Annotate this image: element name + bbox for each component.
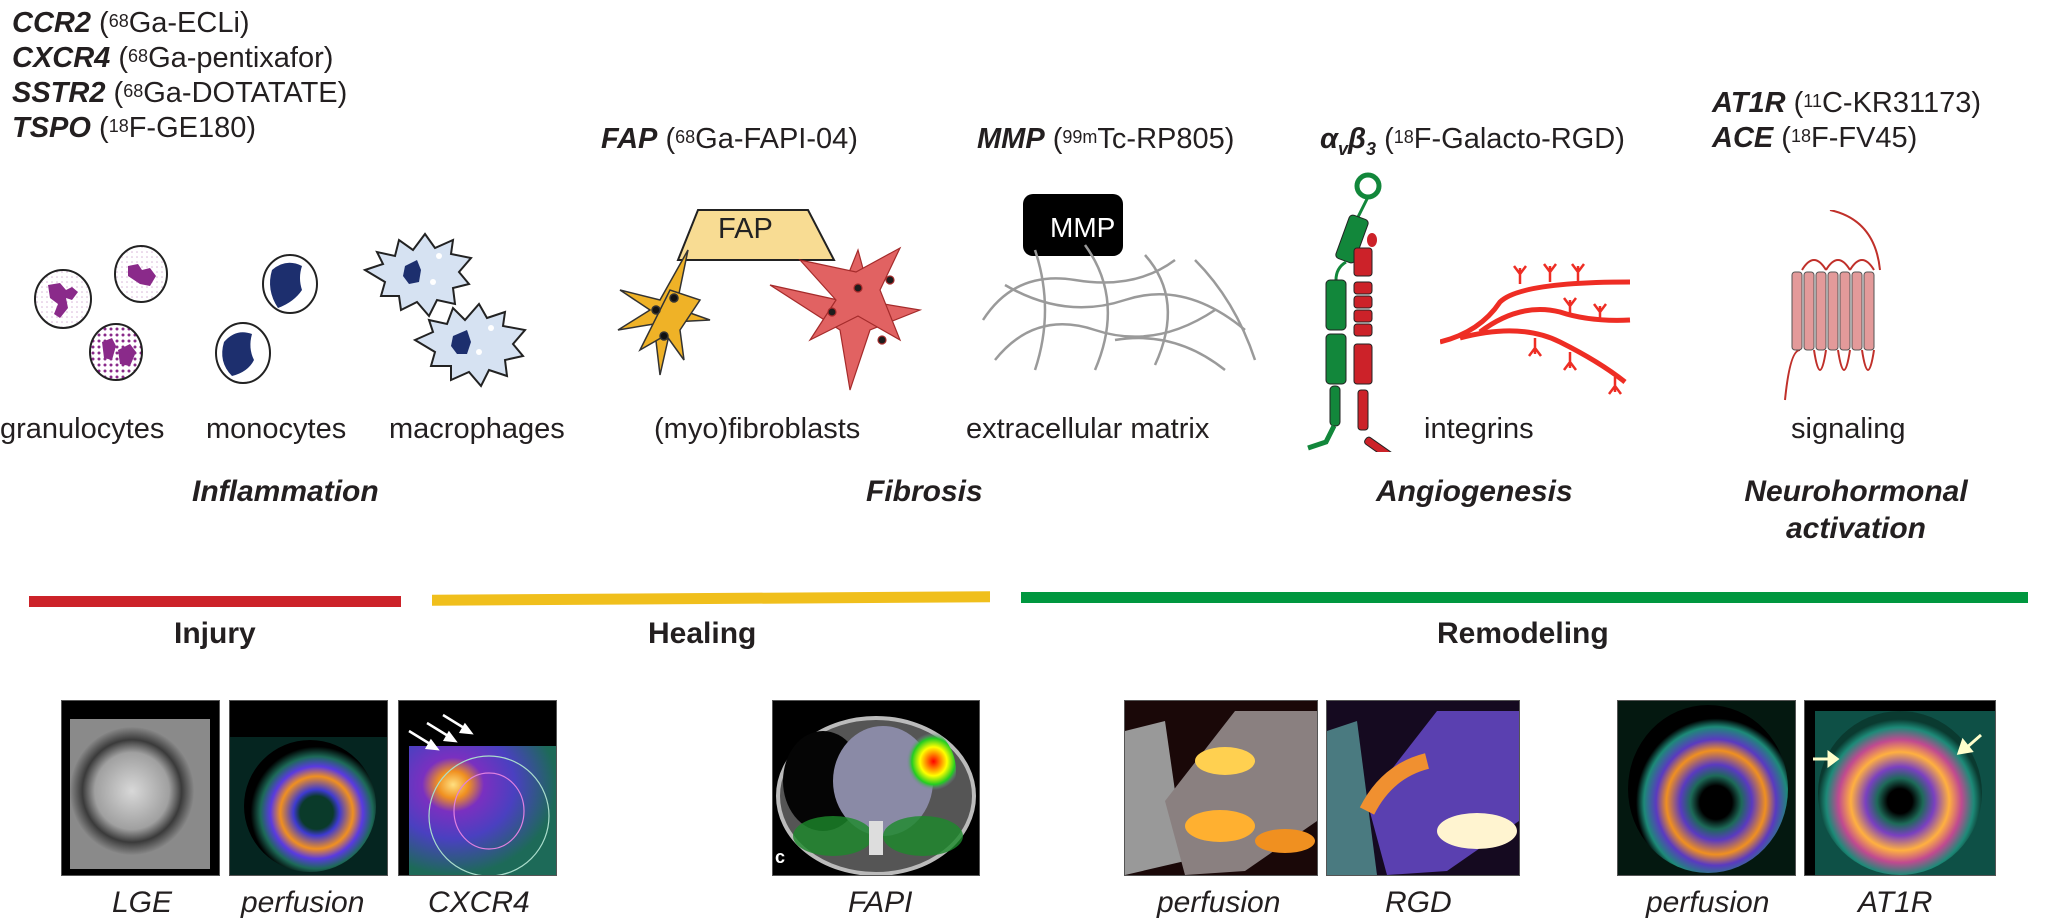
label-integrins: integrins xyxy=(1424,413,1534,445)
image-label-rgd: RGD xyxy=(1385,886,1452,919)
granulocyte-cell xyxy=(114,245,168,303)
macrophage-cell xyxy=(412,302,527,388)
label-macrophages: macrophages xyxy=(389,413,565,445)
tracer-tspo: TSPO (18F-GE180) xyxy=(12,112,257,144)
label-signaling: signaling xyxy=(1791,413,1906,445)
capillary-sprouts xyxy=(1513,263,1622,395)
tracer-sstr2: SSTR2 (68Ga-DOTATATE) xyxy=(12,77,348,109)
scan-perfusion-neurohormonal xyxy=(1617,700,1796,876)
extracellular-matrix-illustration xyxy=(981,194,1257,371)
tracer-mmp: MMP (99mTc-RP805) xyxy=(977,123,1235,155)
phase-bar-healing xyxy=(432,591,990,606)
phase-label-healing: Healing xyxy=(648,617,757,650)
arrow-icons xyxy=(408,713,474,751)
image-label-perfusion-neurohormonal: perfusion xyxy=(1646,886,1770,919)
neurohormonal-tracer-list: AT1R (11C-KR31173) ACE (18F-FV45) xyxy=(1712,86,1981,156)
phase-label-remodeling: Remodeling xyxy=(1437,617,1609,650)
vessel-branches xyxy=(1440,279,1631,384)
integrin-beta-subunit xyxy=(1353,233,1396,452)
process-neurohormonal-activation: Neurohormonal activation xyxy=(1726,473,1986,547)
transmembrane-helices xyxy=(1791,271,1875,351)
collagen-fibers xyxy=(981,244,1257,371)
phase-bar-injury xyxy=(29,596,401,607)
phase-label-injury: Injury xyxy=(174,617,256,650)
image-label-at1r: AT1R xyxy=(1858,886,1933,919)
scan-rgd xyxy=(1326,700,1520,876)
integrin-illustration xyxy=(1307,172,1396,452)
process-fibrosis: Fibrosis xyxy=(866,475,983,508)
image-label-lge: LGE xyxy=(112,886,173,919)
label-extracellular-matrix: extracellular matrix xyxy=(966,413,1210,445)
tracer-at1r: AT1R (11C-KR31173) xyxy=(1712,87,1982,119)
process-inflammation: Inflammation xyxy=(192,475,379,508)
image-label-fapi: FAPI xyxy=(848,886,913,919)
mmp-box-label: MMP xyxy=(1050,212,1116,243)
granulocyte-cell xyxy=(89,323,143,381)
tracer-cxcr4: CXCR4 (68Ga-pentixafor) xyxy=(12,42,334,74)
scan-fapi: c xyxy=(772,700,980,876)
process-angiogenesis: Angiogenesis xyxy=(1376,475,1573,508)
label-fibroblasts: (myo)fibroblasts xyxy=(654,413,861,445)
scan-perfusion-remodeling-a xyxy=(1124,700,1318,876)
tracer-fap: FAP (68Ga-FAPI-04) xyxy=(601,123,858,155)
macrophages-illustration xyxy=(362,232,527,388)
process-neurohormonal-line2: activation xyxy=(1785,512,1927,545)
macrophage-cell xyxy=(362,232,473,318)
inflammation-tracer-list: CCR2 (68Ga-ECLi) CXCR4 (68Ga-pentixafor)… xyxy=(12,6,347,146)
tracer-integrin: αvβ3 (18F-Galacto-RGD) xyxy=(1320,123,1625,159)
tracer-ccr2: CCR2 (68Ga-ECLi) xyxy=(12,7,250,39)
scan-perfusion-injury xyxy=(229,700,388,876)
mmp-enzyme-box xyxy=(1023,194,1123,256)
myofibroblast-cells-red xyxy=(769,246,923,391)
scan-lge xyxy=(61,700,220,876)
receptor-loops xyxy=(1784,210,1881,401)
label-monocytes: monocytes xyxy=(206,413,347,445)
image-label-cxcr4: CXCR4 xyxy=(428,886,530,919)
scan-cxcr4 xyxy=(398,700,557,876)
image-label-perfusion-injury: perfusion xyxy=(241,886,365,919)
fap-box-label: FAP xyxy=(718,213,773,245)
tracer-ace: ACE (18F-FV45) xyxy=(1712,122,1918,154)
arrow-icons xyxy=(1813,733,1982,768)
gpcr-receptor-illustration xyxy=(1784,210,1881,401)
fap-protein-box xyxy=(676,209,836,261)
panel-letter: c xyxy=(775,847,786,867)
image-label-perfusion-remodeling: perfusion xyxy=(1157,886,1281,919)
granulocyte-cell xyxy=(34,269,92,329)
monocyte-cell xyxy=(215,322,271,384)
phase-bar-remodeling xyxy=(1021,592,2028,603)
monocyte-cell xyxy=(262,254,318,314)
granulocytes-illustration xyxy=(34,245,168,381)
monocytes-illustration xyxy=(215,254,318,384)
fibroblast-cells-yellow xyxy=(617,249,711,376)
scan-at1r xyxy=(1804,700,1996,876)
integrin-alpha-subunit xyxy=(1307,172,1382,451)
label-granulocytes: granulocytes xyxy=(0,413,165,445)
process-neurohormonal-line1: Neurohormonal xyxy=(1744,475,1968,508)
fibroblasts-illustration xyxy=(617,209,923,391)
blood-vessel-illustration xyxy=(1440,263,1631,395)
